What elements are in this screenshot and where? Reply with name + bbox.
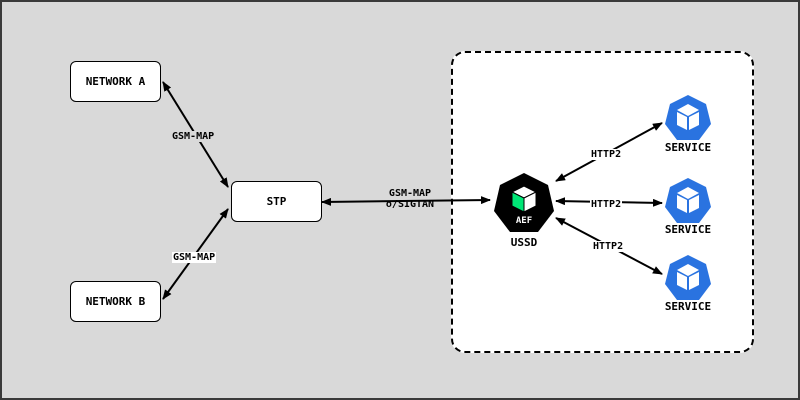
edge-label-stp-ussd-line2: o/SIGTAN bbox=[385, 199, 435, 210]
service-3-cube-icon bbox=[665, 255, 711, 300]
edge-label-stp-ussd: GSM-MAP o/SIGTAN bbox=[382, 188, 438, 210]
service-1-cube-icon bbox=[665, 95, 711, 140]
cube-icon bbox=[510, 185, 538, 213]
node-ussd-label: USSD bbox=[510, 236, 538, 249]
node-network-a-label: NETWORK A bbox=[85, 75, 146, 88]
edge-label-network-b: GSM-MAP bbox=[172, 252, 217, 263]
node-network-b[interactable]: NETWORK B bbox=[70, 281, 161, 322]
ussd-badge: AEF bbox=[515, 216, 533, 226]
edge-label-service-2: HTTP2 bbox=[590, 199, 623, 210]
edge-label-network-a: GSM-MAP bbox=[172, 131, 215, 142]
node-network-a[interactable]: NETWORK A bbox=[70, 61, 161, 102]
node-service-1-label: SERVICE bbox=[664, 141, 712, 154]
edge-label-service-1: HTTP2 bbox=[590, 149, 623, 160]
node-service-3-label: SERVICE bbox=[664, 300, 712, 313]
node-network-b-label: NETWORK B bbox=[85, 295, 146, 308]
node-service-2-label: SERVICE bbox=[664, 223, 712, 236]
node-stp-label: STP bbox=[266, 195, 287, 208]
service-2-cube-icon bbox=[665, 178, 711, 223]
ussd-heptagon-icon bbox=[494, 173, 554, 232]
node-stp[interactable]: STP bbox=[231, 181, 322, 222]
edge-label-service-3: HTTP2 bbox=[592, 241, 625, 252]
edge-stp-ussd bbox=[321, 196, 491, 206]
edge-label-stp-ussd-line1: GSM-MAP bbox=[388, 188, 432, 199]
